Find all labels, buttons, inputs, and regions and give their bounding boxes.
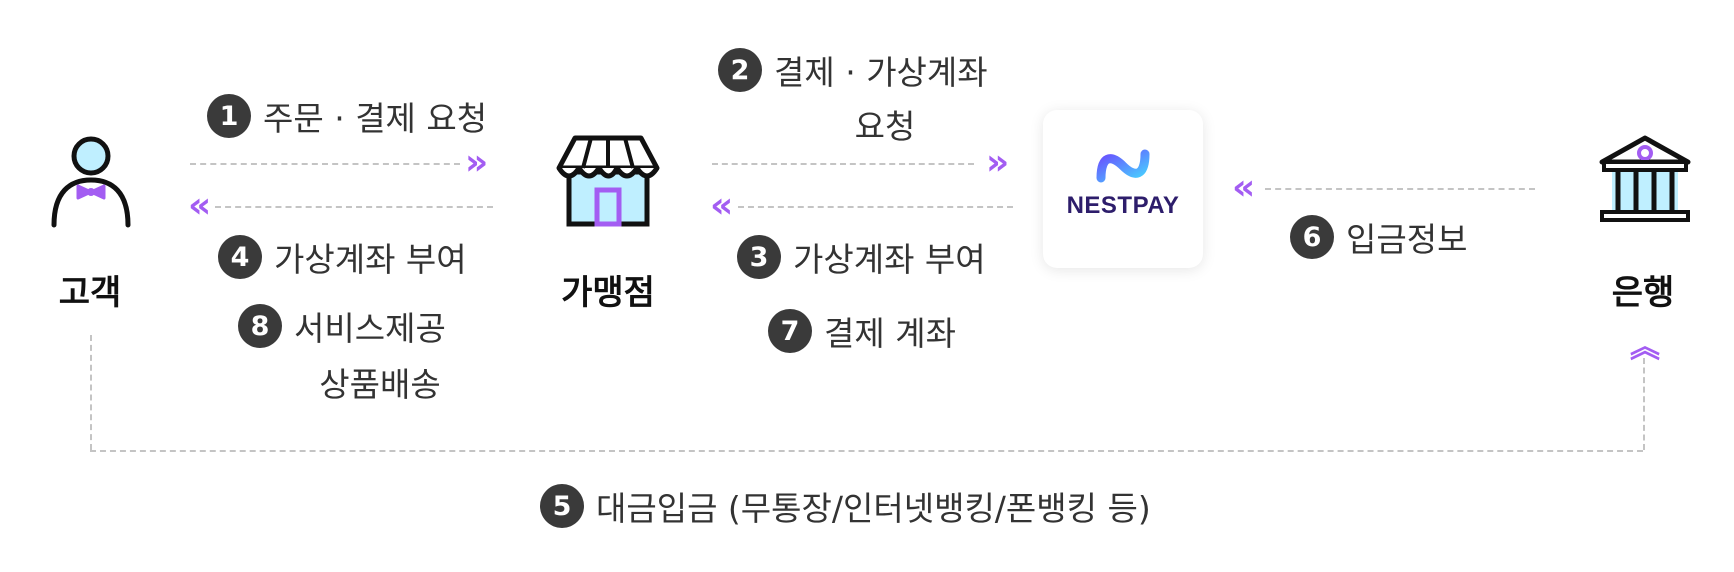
arrow-2-line <box>712 163 974 165</box>
step-number: 7 <box>768 309 812 353</box>
arrow-5-left-line <box>90 335 92 450</box>
step-1: 1 주문 · 결제 요청 <box>207 92 487 140</box>
nestpay-card: NESTPAY <box>1043 110 1203 268</box>
step-5: 5 대금입금 (무통장/인터넷뱅킹/폰뱅킹 등) <box>540 482 1151 530</box>
bank-icon <box>1599 135 1691 222</box>
step-label: 서비스제공 <box>294 309 446 348</box>
step-label: 결제 계좌 <box>824 314 956 353</box>
step-label: 입금정보 <box>1346 220 1468 259</box>
step-7: 7 결제 계좌 <box>768 307 956 355</box>
step-number: 8 <box>238 304 282 348</box>
chevron-right-icon: » <box>986 142 1010 183</box>
step-label: 가상계좌 부여 <box>793 240 986 279</box>
chevron-left-icon: « <box>188 185 212 226</box>
step-number: 2 <box>718 48 762 92</box>
step-6: 6 입금정보 <box>1290 213 1467 261</box>
arrow-3-line <box>738 206 1013 208</box>
nestpay-wordmark: NESTPAY <box>1066 192 1180 219</box>
step-number: 1 <box>207 94 251 138</box>
step-label: 결제 · 가상계좌 <box>774 53 988 92</box>
bank-label: 은행 <box>1611 273 1675 313</box>
step-number: 6 <box>1290 215 1334 259</box>
step-2: 2 결제 · 가상계좌 <box>718 46 988 94</box>
step-label: 대금입금 (무통장/인터넷뱅킹/폰뱅킹 등) <box>596 489 1151 528</box>
arrow-6-line <box>1265 188 1535 190</box>
chevron-left-icon: « <box>710 185 734 226</box>
chevron-right-icon: » <box>465 142 489 183</box>
step-label: 가상계좌 부여 <box>274 240 467 279</box>
customer-label: 고객 <box>58 273 122 313</box>
arrow-5-right-line <box>1643 358 1645 450</box>
step-2-label-line2: 요청 <box>854 107 916 146</box>
step-label: 주문 · 결제 요청 <box>263 99 488 138</box>
person-icon <box>51 136 131 228</box>
step-number: 3 <box>737 235 781 279</box>
arrow-4-line <box>215 206 493 208</box>
merchant-label: 가맹점 <box>561 273 655 313</box>
nestpay-logo-icon <box>1096 149 1150 183</box>
chevron-left-icon: « <box>1232 167 1256 208</box>
arrow-5-bottom-line <box>90 450 1643 452</box>
shop-icon <box>556 135 660 227</box>
step-8: 8 서비스제공 <box>238 302 446 350</box>
step-number: 5 <box>540 484 584 528</box>
step-4: 4 가상계좌 부여 <box>218 233 467 281</box>
step-3: 3 가상계좌 부여 <box>737 233 986 281</box>
step-8-label-line2: 상품배송 <box>319 365 441 404</box>
arrow-1-line <box>190 163 460 165</box>
chevron-up-icon: ︽ <box>1630 330 1660 365</box>
step-number: 4 <box>218 235 262 279</box>
